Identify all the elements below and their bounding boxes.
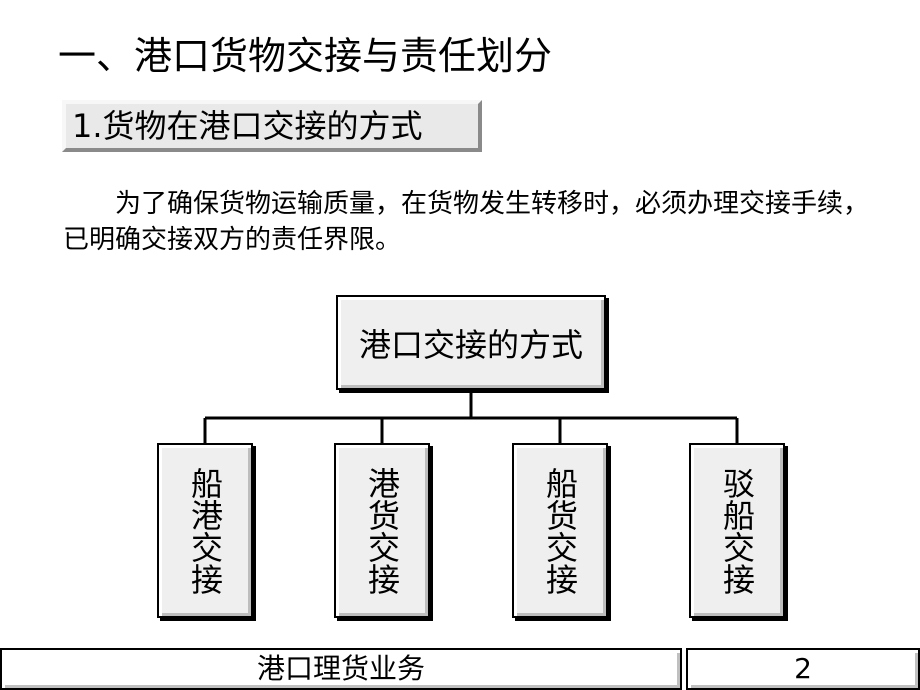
intro-paragraph: 为了确保货物运输质量，在货物发生转移时，必须办理交接手续，已明确交接双方的责任界… xyxy=(63,186,873,258)
node-label: 港货交接 xyxy=(363,466,401,595)
diagram-node-ship-port: 船港交接 xyxy=(157,443,253,618)
diagram-node-barge: 驳船交接 xyxy=(689,443,785,618)
section-heading: 1.货物在港口交接的方式 xyxy=(62,100,482,152)
node-label: 驳船交接 xyxy=(718,466,756,595)
diagram-root-node: 港口交接的方式 xyxy=(336,295,606,390)
diagram-node-port-cargo: 港货交接 xyxy=(334,443,430,618)
node-label: 船港交接 xyxy=(186,466,224,595)
intro-text: 为了确保货物运输质量，在货物发生转移时，必须办理交接手续，已明确交接双方的责任界… xyxy=(63,189,870,255)
diagram-node-ship-cargo: 船货交接 xyxy=(512,443,608,618)
page-title: 一、港口货物交接与责任划分 xyxy=(58,34,553,78)
footer-course-label: 港口理货业务 xyxy=(0,648,682,690)
root-node-label: 港口交接的方式 xyxy=(358,325,583,364)
node-label: 船货交接 xyxy=(541,466,579,595)
footer-page-number: 2 xyxy=(686,648,920,690)
